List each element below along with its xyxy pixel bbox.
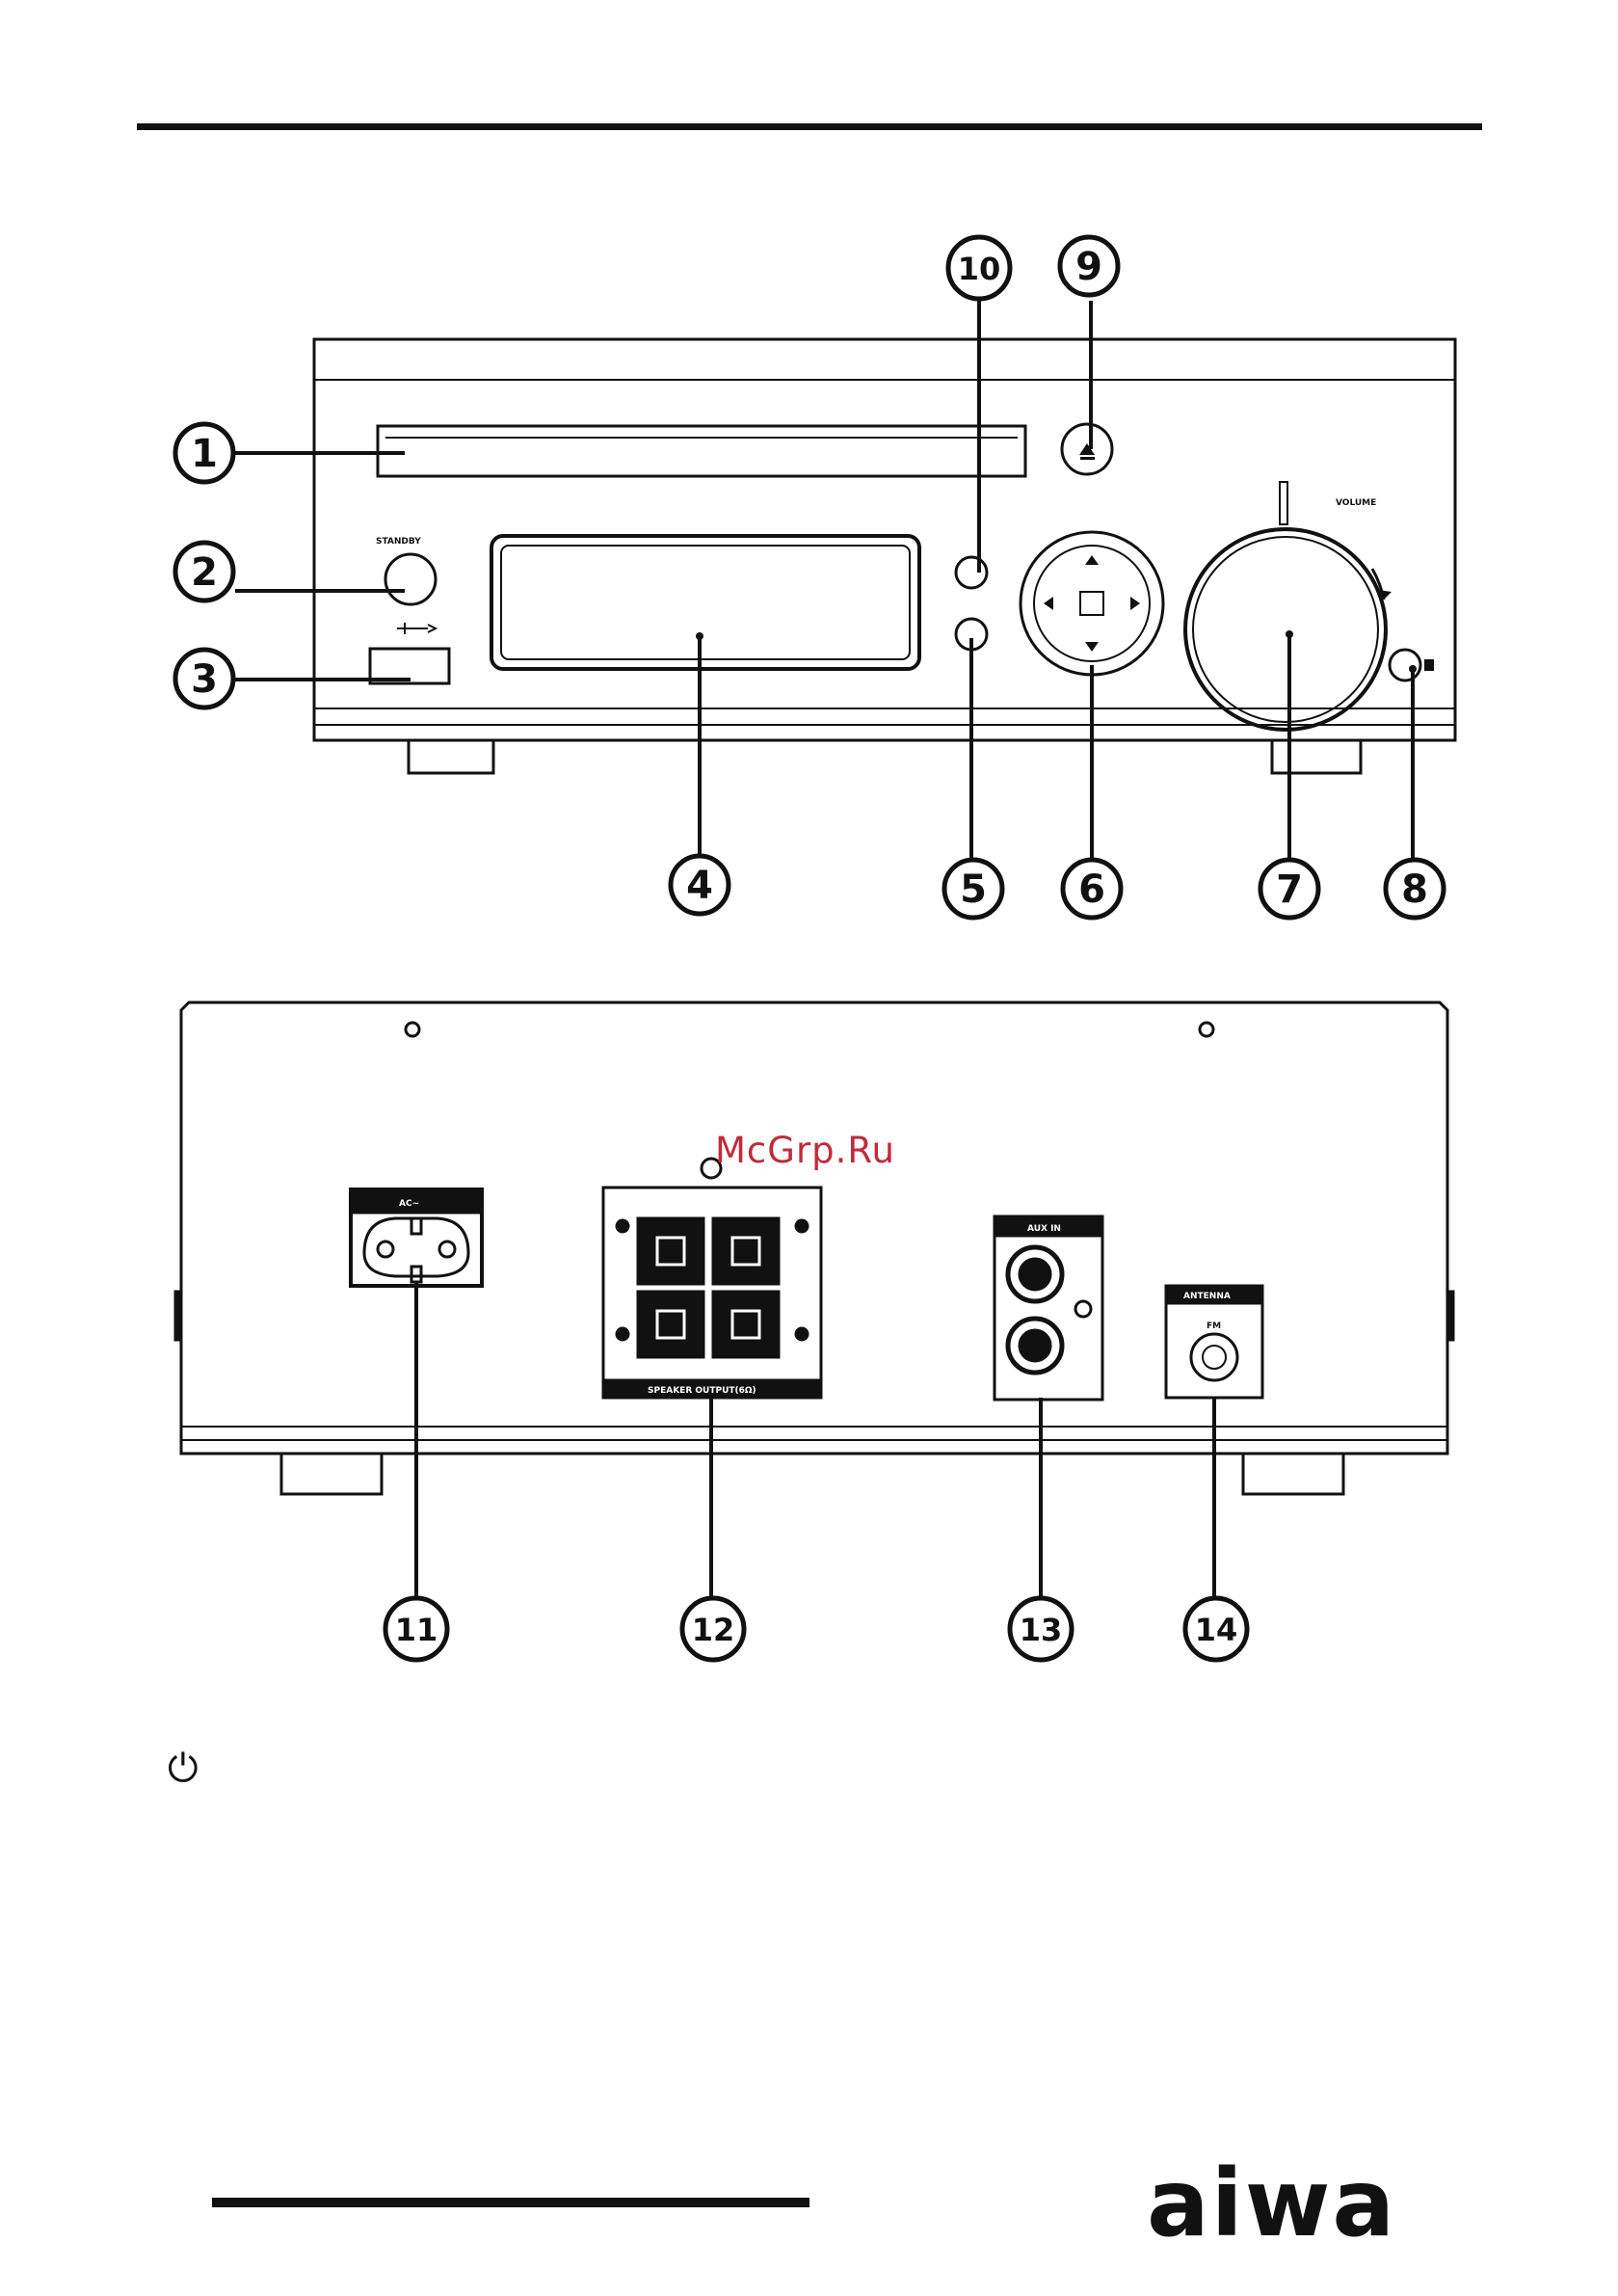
callout-2-label: 2 — [191, 550, 218, 595]
callout-12-label: 12 — [692, 1612, 735, 1648]
callout-5: 5 — [944, 860, 1002, 918]
fm-label: FM — [1207, 1322, 1221, 1331]
aux-in-label: AUX IN — [1027, 1224, 1061, 1234]
callout-8-label: 8 — [1401, 868, 1428, 912]
callout-5-label: 5 — [960, 868, 987, 912]
power-icon: ⏻ — [168, 1747, 199, 1791]
watermark: McGrp.Ru — [715, 1130, 895, 1171]
callout-6: 6 — [1063, 860, 1121, 918]
callout-7-label: 7 — [1276, 868, 1303, 912]
bottom-rule — [212, 2198, 809, 2207]
front-leader-lines — [235, 301, 1413, 866]
callout-9: 9 — [1060, 237, 1118, 295]
callout-10: 10 — [948, 237, 1010, 299]
speaker-output-label: SPEAKER OUTPUT(6Ω) — [648, 1386, 756, 1396]
aiwa-logo: aiwa — [1147, 2149, 1396, 2257]
volume-label: VOLUME — [1336, 498, 1376, 508]
standby-label: STANDBY — [376, 537, 421, 547]
callout-13-label: 13 — [1020, 1612, 1063, 1648]
callout-13: 13 — [1010, 1598, 1072, 1660]
rear-panel — [175, 1002, 1453, 1494]
callout-7: 7 — [1260, 860, 1318, 918]
callout-12: 12 — [682, 1598, 744, 1660]
callout-1-label: 1 — [191, 432, 218, 476]
callout-11-label: 11 — [395, 1612, 438, 1648]
callout-4: 4 — [671, 856, 729, 914]
callout-14: 14 — [1185, 1598, 1247, 1660]
front-panel — [314, 339, 1455, 773]
callout-14-label: 14 — [1195, 1612, 1238, 1648]
callout-4-label: 4 — [686, 864, 713, 908]
callout-2: 2 — [175, 543, 233, 601]
callout-3-label: 3 — [191, 657, 218, 702]
antenna-label: ANTENNA — [1183, 1292, 1231, 1301]
callout-9-label: 9 — [1075, 245, 1102, 289]
callout-6-label: 6 — [1078, 868, 1105, 912]
callout-8: 8 — [1386, 860, 1444, 918]
ac-label: AC~ — [399, 1199, 419, 1209]
callout-1: 1 — [175, 424, 233, 482]
callout-11: 11 — [385, 1598, 447, 1660]
callout-10-label: 10 — [958, 251, 1001, 287]
callout-3: 3 — [175, 650, 233, 707]
